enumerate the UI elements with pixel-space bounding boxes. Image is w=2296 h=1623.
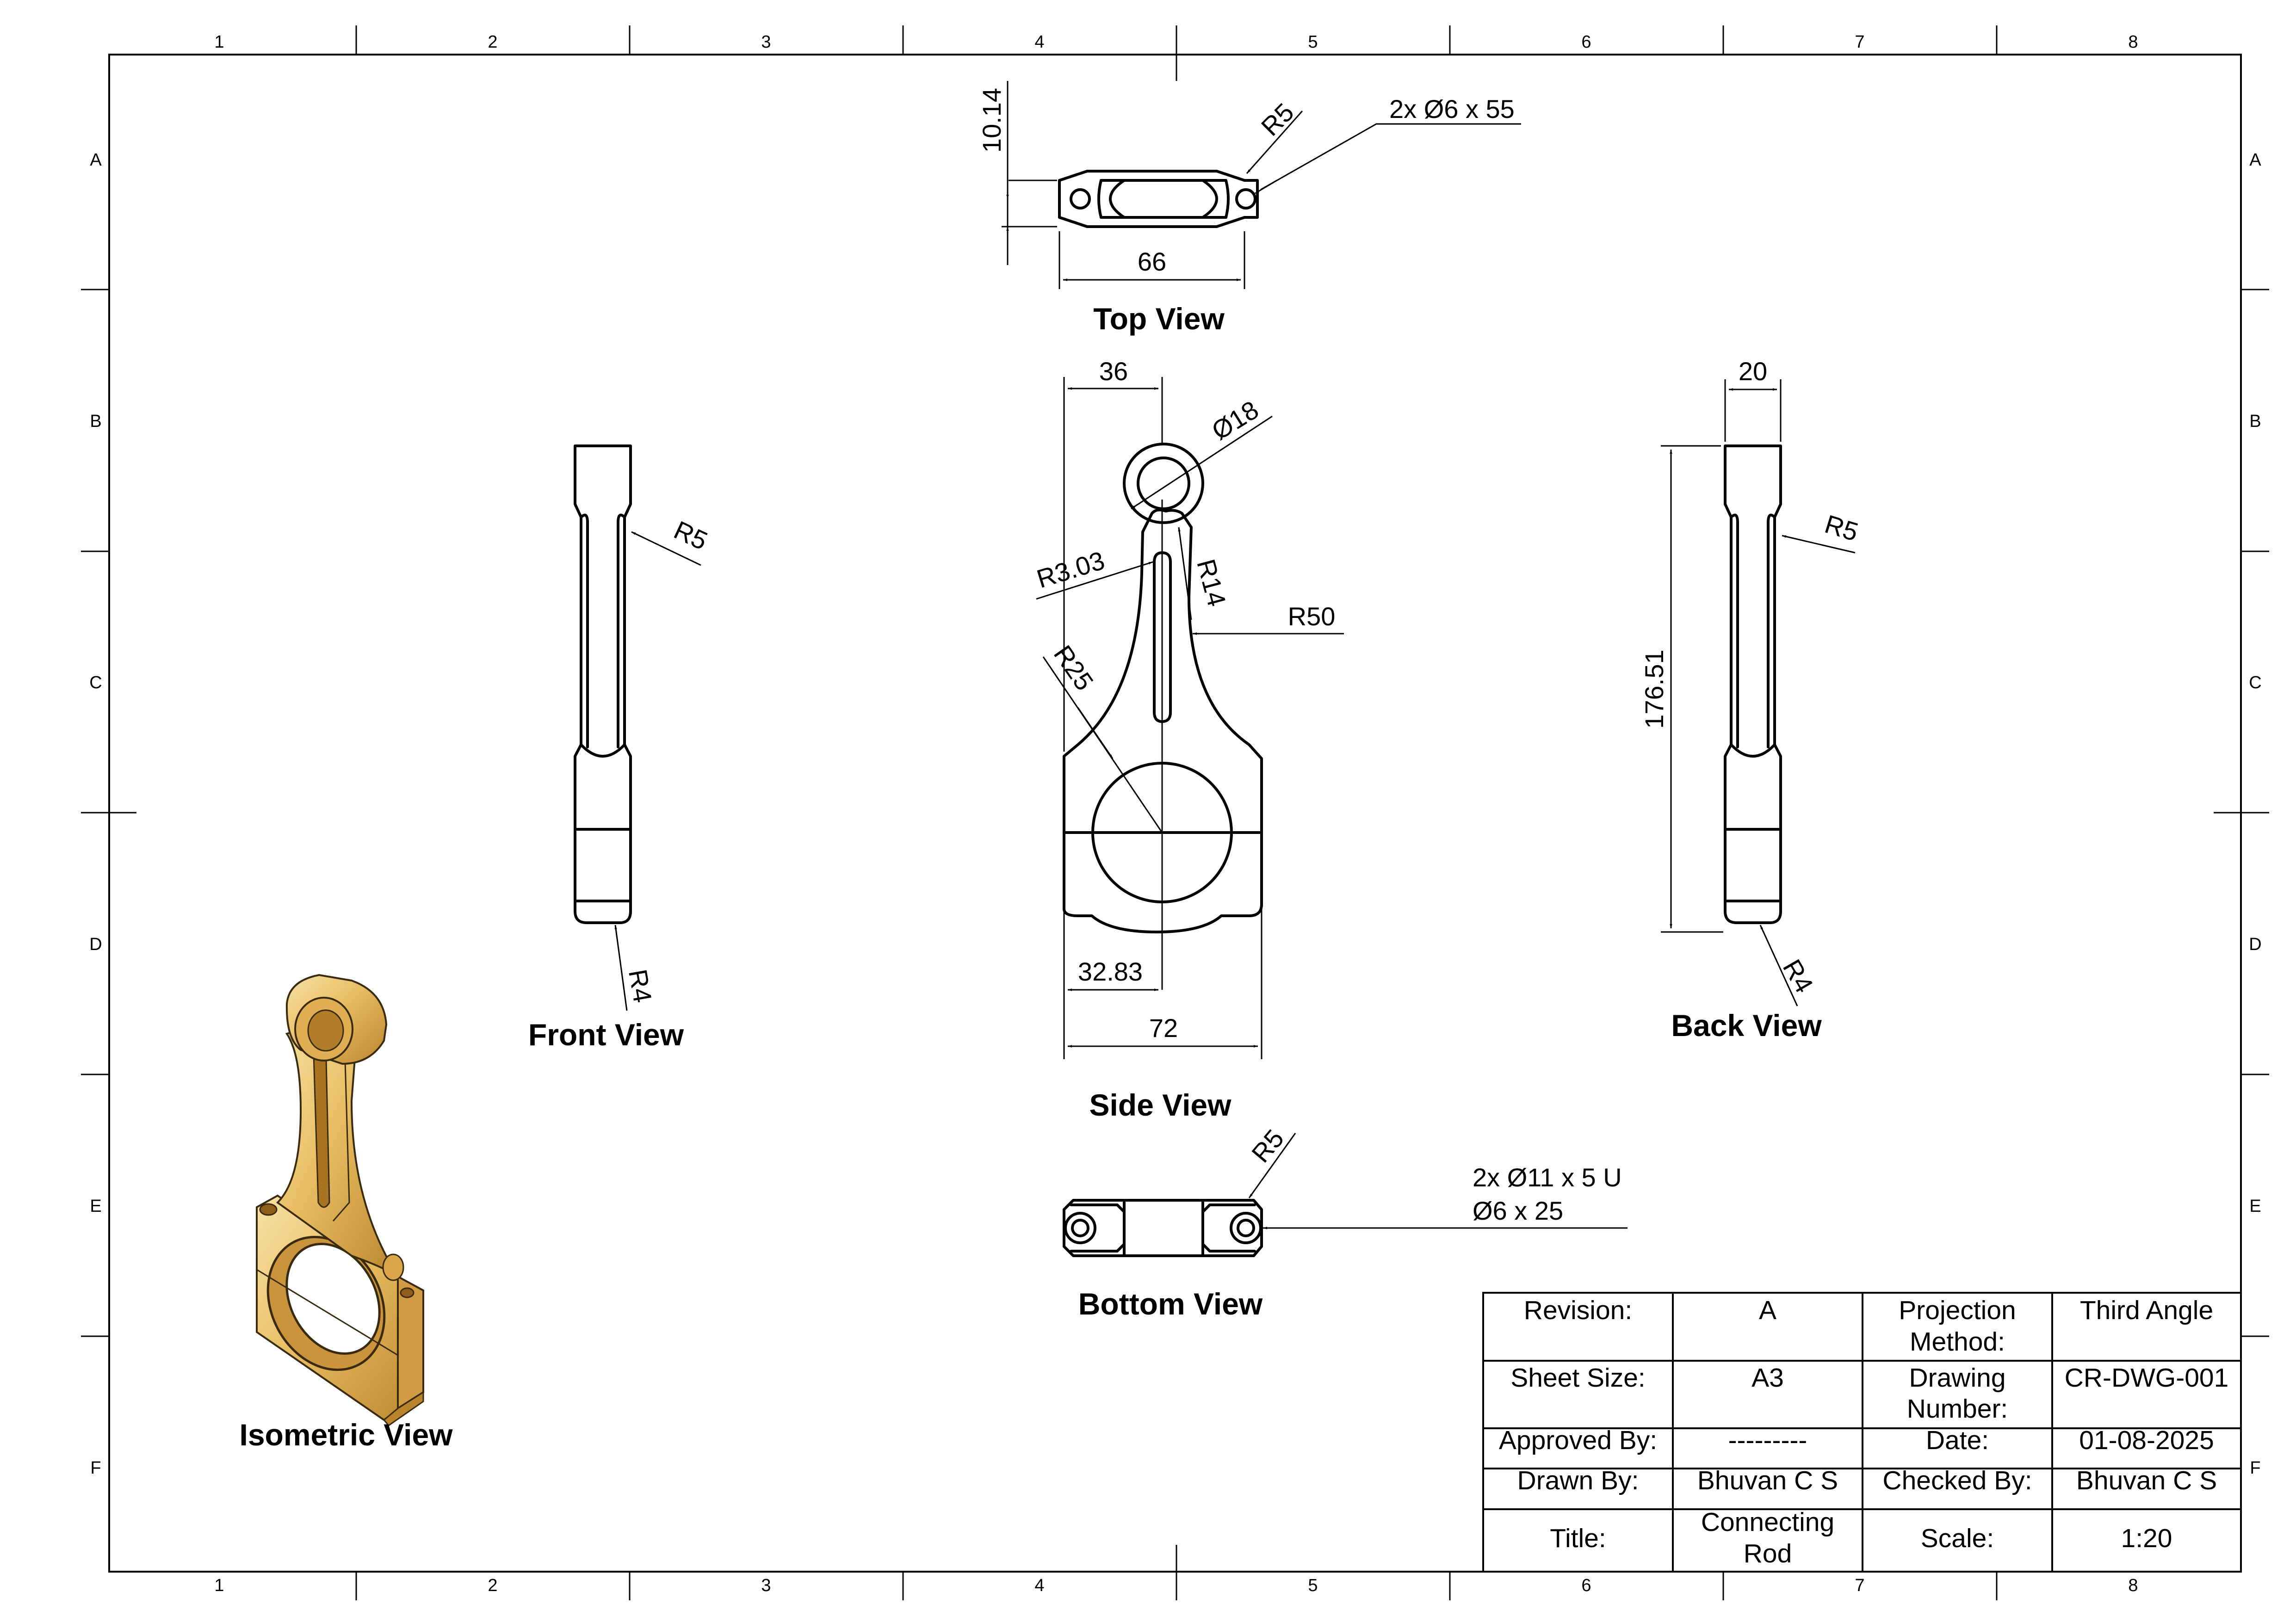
side-view-big-bore-dim: R25	[1048, 640, 1100, 696]
front-view-fillet-top-dim: R5	[669, 515, 712, 555]
zone-row-f-left: F	[90, 1458, 101, 1478]
zone-row-d-right: D	[2249, 935, 2261, 954]
side-view-fillet-eye-dim: R14	[1191, 556, 1232, 610]
zone-row-e-right: E	[2249, 1197, 2261, 1216]
zone-row-f-right: F	[2250, 1458, 2260, 1478]
title-value-line2: Rod	[1744, 1539, 1792, 1568]
top-view-radius-dim: R5	[1256, 98, 1300, 142]
top-view-label: Top View	[1093, 302, 1225, 336]
side-view-width-dim: 72	[1149, 1013, 1178, 1043]
title-value-line1: Connecting	[1701, 1507, 1834, 1537]
back-view-fillet-bottom-dim: R4	[1777, 954, 1819, 998]
zone-col-5-top: 5	[1308, 32, 1318, 52]
back-view-fillet-top-dim: R5	[1821, 509, 1862, 547]
back-view: 20 176.51 R5 R4 Back View	[1640, 357, 1862, 1043]
back-view-length-dim: 176.51	[1640, 649, 1669, 728]
revision-label: Revision:	[1524, 1296, 1632, 1325]
revision-value: A	[1759, 1296, 1776, 1325]
title-block: Revision: A Projection Method: Third Ang…	[1482, 1292, 2242, 1573]
bottom-view-radius-dim: R5	[1246, 1124, 1289, 1168]
date-label: Date:	[1926, 1426, 1989, 1455]
date-value: 01-08-2025	[2079, 1426, 2214, 1455]
drawing-border: 1 2 3 4 5 6 7 8 1 2 3 4 5 6 7 8 A B C D …	[81, 25, 2269, 1600]
zone-col-8-bottom: 8	[2128, 1576, 2138, 1595]
front-view-label: Front View	[528, 1018, 684, 1052]
drawing-number-label-line2: Number:	[1907, 1394, 2008, 1424]
top-view-width-dim: 66	[1138, 247, 1166, 276]
zone-col-6-top: 6	[1581, 32, 1591, 52]
bottom-view-label: Bottom View	[1078, 1287, 1263, 1321]
drawn-by-value: Bhuvan C S	[1697, 1466, 1838, 1495]
side-view-fillet-small-dim: R3.03	[1034, 545, 1108, 593]
approved-by-label: Approved By:	[1499, 1426, 1657, 1455]
side-view-small-bore-dim: Ø18	[1207, 395, 1263, 446]
zone-col-6-bottom: 6	[1581, 1576, 1591, 1595]
zone-row-c-left: C	[89, 673, 102, 692]
title-label: Title:	[1550, 1524, 1606, 1553]
zone-row-e-left: E	[90, 1197, 101, 1216]
zone-col-4-bottom: 4	[1034, 1576, 1044, 1595]
approved-by-value: ---------	[1728, 1426, 1807, 1455]
bottom-view-cbore-line2: Ø6 x 25	[1473, 1196, 1563, 1225]
sheet-size-label: Sheet Size:	[1510, 1363, 1646, 1393]
zone-col-2-bottom: 2	[488, 1576, 497, 1595]
front-view: R5 R4 Front View	[528, 444, 712, 1052]
back-view-thickness-dim: 20	[1739, 357, 1767, 386]
top-view: 10.14 66 R5 2x Ø6 x 55 Top View	[977, 81, 1521, 336]
side-view-shank-radius-dim: R50	[1288, 602, 1336, 631]
scale-value: 1:20	[2121, 1524, 2172, 1553]
zone-col-7-bottom: 7	[1855, 1576, 1864, 1595]
zone-row-c-right: C	[2249, 673, 2261, 692]
side-view-offset-top-dim: 36	[1099, 357, 1128, 386]
zone-col-4-top: 4	[1034, 32, 1044, 52]
zone-col-5-bottom: 5	[1308, 1576, 1318, 1595]
zone-col-1-top: 1	[214, 32, 224, 52]
projection-value: Third Angle	[2080, 1296, 2213, 1325]
top-view-holes-dim: 2x Ø6 x 55	[1389, 94, 1515, 123]
zone-col-3-bottom: 3	[761, 1576, 771, 1595]
back-view-label: Back View	[1671, 1008, 1822, 1043]
zone-row-a-left: A	[90, 150, 102, 170]
side-view: 36 Ø18 R3.03 R14 R50 R25 32.83 72 Side V…	[1034, 357, 1344, 1122]
front-view-fillet-bottom-dim: R4	[623, 967, 657, 1005]
checked-by-value: Bhuvan C S	[2076, 1466, 2217, 1495]
zone-row-d-left: D	[89, 935, 102, 954]
zone-col-1-bottom: 1	[214, 1576, 224, 1595]
side-view-label: Side View	[1089, 1088, 1232, 1122]
top-view-height-dim: 10.14	[977, 88, 1006, 153]
isometric-view: Isometric View	[239, 974, 453, 1452]
zone-col-7-top: 7	[1855, 32, 1864, 52]
isometric-view-label: Isometric View	[239, 1418, 453, 1452]
checked-by-label: Checked By:	[1882, 1466, 2032, 1495]
zone-row-b-right: B	[2249, 412, 2261, 431]
zone-row-b-left: B	[90, 412, 101, 431]
zone-row-a-right: A	[2249, 150, 2261, 170]
drawn-by-label: Drawn By:	[1517, 1466, 1639, 1495]
drawing-number-value: CR-DWG-001	[2065, 1363, 2229, 1393]
zone-col-8-top: 8	[2128, 32, 2138, 52]
zone-col-2-top: 2	[488, 32, 497, 52]
side-view-offset-bottom-dim: 32.83	[1078, 957, 1143, 986]
drawing-number-label-line1: Drawing	[1909, 1363, 2005, 1393]
zone-col-3-top: 3	[761, 32, 771, 52]
projection-label-line1: Projection	[1899, 1296, 2016, 1325]
sheet-size-value: A3	[1751, 1363, 1784, 1393]
bottom-view: R5 2x Ø11 x 5 U Ø6 x 25 Bottom View	[1063, 1124, 1628, 1321]
scale-label: Scale:	[1921, 1524, 1994, 1553]
bottom-view-cbore-line1: 2x Ø11 x 5 U	[1473, 1163, 1622, 1192]
projection-label-line2: Method:	[1910, 1327, 2005, 1357]
